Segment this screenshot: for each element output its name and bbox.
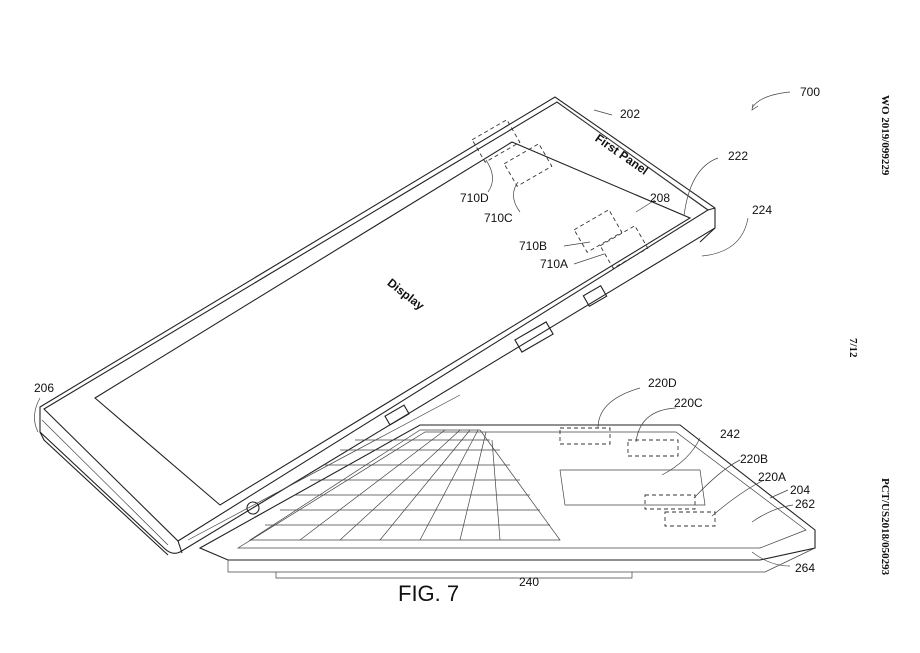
ref-204: 204 xyxy=(790,483,810,497)
ref-220B: 220B xyxy=(740,452,768,466)
publication-number: WO 2019/099229 xyxy=(879,95,891,176)
second-panel-base xyxy=(200,425,815,572)
ref-700: 700 xyxy=(800,85,820,99)
ref-222: 222 xyxy=(728,149,748,163)
ref-710B: 710B xyxy=(519,239,547,253)
ref-710A: 710A xyxy=(540,257,568,271)
ref-220D: 220D xyxy=(648,376,677,390)
keyboard-area xyxy=(250,430,560,540)
sheet-number: 7/12 xyxy=(847,338,859,358)
first-panel-label: First Panel xyxy=(593,131,651,178)
figure-caption: FIG. 7 xyxy=(398,581,459,606)
display-area xyxy=(95,142,690,505)
application-number: PCT/US2018/050293 xyxy=(879,478,891,576)
ref-208: 208 xyxy=(650,191,670,205)
ref-240: 240 xyxy=(519,575,539,589)
ref-242: 242 xyxy=(720,427,740,441)
ref-710D: 710D xyxy=(460,191,489,205)
ref-224: 224 xyxy=(752,203,772,217)
ref-710C: 710C xyxy=(484,211,513,225)
ref-202: 202 xyxy=(620,107,640,121)
trackpad xyxy=(560,470,705,505)
ref-206: 206 xyxy=(34,381,54,395)
first-panel-device xyxy=(40,97,715,555)
ref-264: 264 xyxy=(795,561,815,575)
ref-220A: 220A xyxy=(758,470,786,484)
ref-262: 262 xyxy=(795,497,815,511)
ref-220C: 220C xyxy=(674,396,703,410)
reference-numerals: 700 202 222 224 208 710D 710C 710B 710A … xyxy=(34,85,820,589)
display-label: Display xyxy=(385,276,428,314)
